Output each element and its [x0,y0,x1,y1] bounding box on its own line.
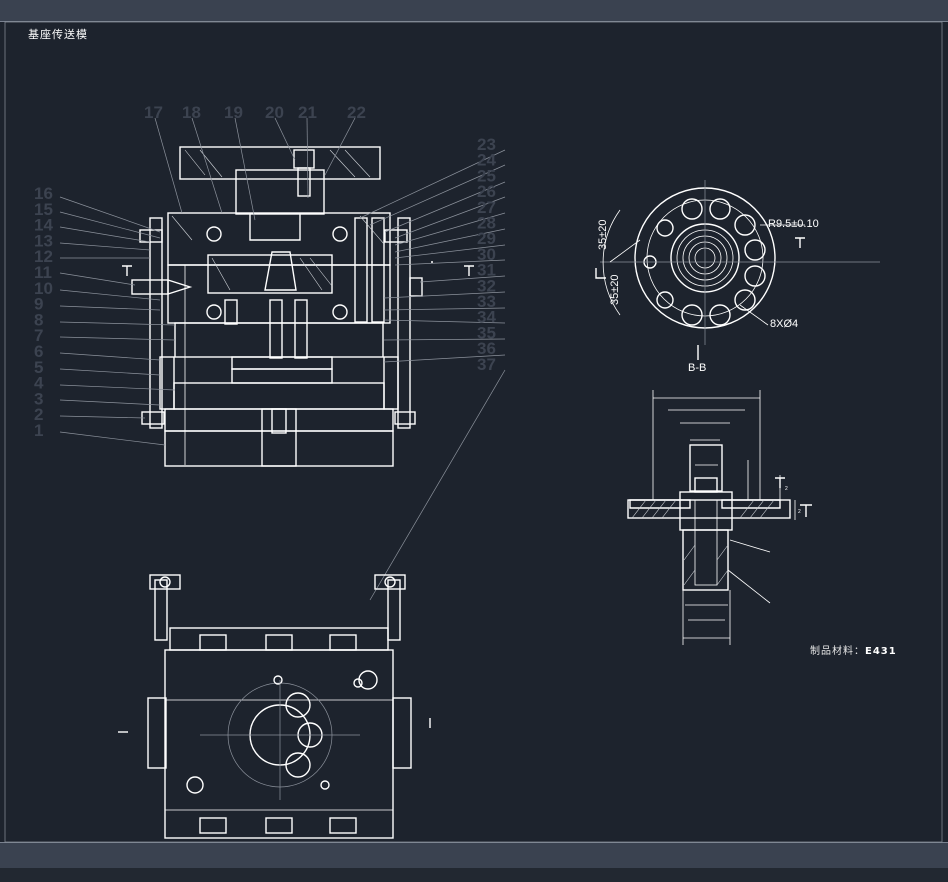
part-number-24: 24 [477,151,496,170]
part-number-26: 26 [477,182,496,201]
spacer-block-right [383,356,399,410]
ejector-plate [231,368,333,384]
part-number-13: 13 [34,231,53,250]
part-number-16: 16 [34,184,53,203]
bottom-clamp-plate [164,408,394,432]
side-pin [131,279,169,295]
guide-hole-1 [206,226,222,242]
support-plate [174,322,384,358]
part-number-27: 27 [477,198,496,217]
part-number-25: 25 [477,166,496,185]
leader-lines [59,117,506,601]
side-dimension-2: 2 [798,509,801,515]
drawing-title: 基座传送模 [28,28,88,41]
part-number-7: 7 [34,326,43,345]
top-clamp-plate [179,146,381,180]
ejector-retainer-plate [231,356,333,370]
part-number-1: 1 [34,421,43,440]
part-plan-view: R9.5±0.10 8XØ4 35±20 35±20 B-B [595,180,880,374]
part-number-36: 36 [477,339,496,358]
a-plate [167,212,391,266]
part-number-17: 17 [144,103,163,122]
part-number-37: 37 [477,355,496,374]
section-label: B-B [688,362,706,374]
sprue-bushing-block [235,169,325,215]
holes-dimension: 8XØ4 [770,318,798,330]
part-number-2: 2 [34,405,43,424]
part-number-35: 35 [477,323,496,342]
part-numbers-top: 17 18 19 20 21 22 [144,103,366,122]
part-number-21: 21 [298,103,317,122]
command-line[interactable] [0,868,948,882]
part-number-6: 6 [34,342,43,361]
part-number-30: 30 [477,245,496,264]
cavity-insert [207,254,333,294]
part-number-14: 14 [34,216,53,235]
part-number-22: 22 [347,103,366,122]
sprue-bushing [297,167,311,197]
title-bar [0,0,948,22]
part-number-4: 4 [34,374,44,393]
part-number-29: 29 [477,229,496,248]
b-plate [167,264,391,324]
part-number-3: 3 [34,389,43,408]
material-value: E431 [865,646,897,657]
pitch-dimension-bottom: 35±20 [609,274,621,305]
status-bar [0,842,948,882]
section-bb-view: 2 2 [627,390,812,645]
part-number-5: 5 [34,358,43,377]
part-number-8: 8 [34,310,43,329]
material-label: 制品材料： [810,646,865,657]
locating-ring [293,149,315,169]
guide-pillar-left [149,217,163,429]
pitch-dimension-top: 35±20 [597,219,609,250]
core [264,251,297,291]
part-number-20: 20 [265,103,284,122]
radius-dimension: R9.5±0.10 [768,218,819,230]
part-number-18: 18 [182,103,201,122]
drawing-frame [4,21,943,843]
part-number-10: 10 [34,279,53,298]
part-number-15: 15 [34,200,53,219]
plan-view [118,574,431,839]
part-number-32: 32 [477,276,496,295]
part-number-31: 31 [477,261,496,280]
part-number-11: 11 [34,263,52,282]
part-number-12: 12 [34,247,53,266]
guide-hole-2 [332,226,348,242]
main-section-view [122,146,474,467]
part-number-9: 9 [34,295,43,314]
side-dimension-1: 2 [785,486,788,492]
material-note: 制品材料：E431 [810,642,897,657]
part-number-34: 34 [477,308,496,327]
part-number-33: 33 [477,292,496,311]
part-number-19: 19 [224,103,243,122]
guide-pillar-right [397,217,411,429]
drawing-canvas[interactable] [0,22,948,842]
part-number-23: 23 [477,135,496,154]
part-number-28: 28 [477,214,496,233]
